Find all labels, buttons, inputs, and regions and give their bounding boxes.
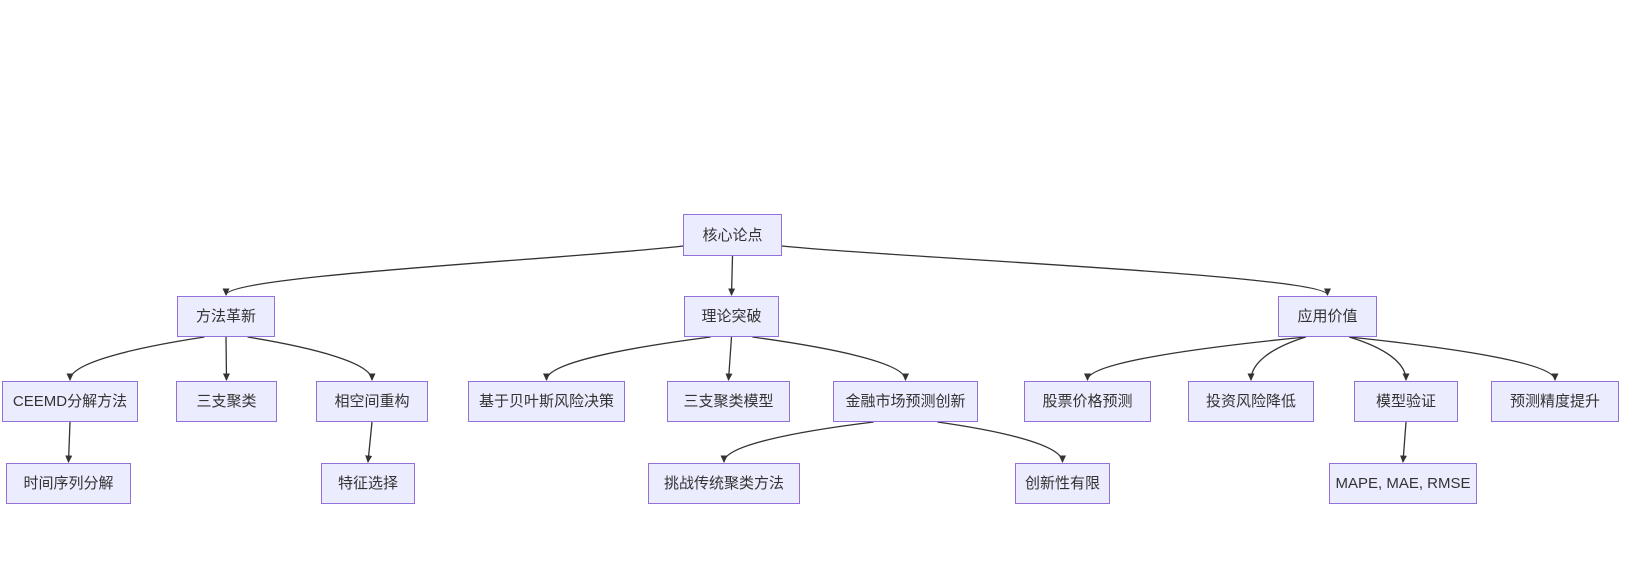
edge-application-value-to-prediction-accuracy-improvement	[1349, 336, 1559, 381]
edge-theory-breakthrough-to-bayesian-risk-decision	[543, 336, 711, 381]
node-phase-space-reconstruction: 相空间重构	[316, 381, 428, 422]
node-limited-innovation: 创新性有限	[1015, 463, 1110, 504]
edge-core-thesis-to-theory-breakthrough	[728, 255, 736, 296]
node-prediction-accuracy-improvement: 预测精度提升	[1491, 381, 1619, 422]
edge-ceemd-method-to-time-series-decomposition	[65, 421, 73, 463]
edge-core-thesis-to-method-innovation	[222, 245, 684, 296]
edge-financial-forecast-innovation-to-limited-innovation	[937, 421, 1066, 463]
node-model-validation: 模型验证	[1354, 381, 1458, 422]
node-bayesian-risk-decision: 基于贝叶斯风险决策	[468, 381, 625, 422]
node-challenge-traditional-clustering: 挑战传统聚类方法	[648, 463, 800, 504]
edge-application-value-to-stock-price-prediction	[1084, 336, 1306, 381]
edge-application-value-to-investment-risk-reduction	[1247, 336, 1306, 381]
edge-model-validation-to-error-metrics	[1399, 421, 1407, 463]
node-financial-forecast-innovation: 金融市场预测创新	[833, 381, 978, 422]
node-core-thesis: 核心论点	[683, 214, 782, 256]
node-ceemd-method: CEEMD分解方法	[2, 381, 138, 422]
edge-phase-space-reconstruction-to-feature-selection	[365, 421, 373, 463]
edge-application-value-to-model-validation	[1349, 336, 1410, 381]
edge-method-innovation-to-phase-space-reconstruction	[247, 336, 376, 381]
edge-method-innovation-to-ceemd-method	[66, 336, 205, 381]
node-error-metrics: MAPE, MAE, RMSE	[1329, 463, 1477, 504]
node-application-value: 应用价值	[1278, 296, 1377, 337]
node-theory-breakthrough: 理论突破	[684, 296, 779, 337]
node-three-way-clustering-model: 三支聚类模型	[667, 381, 790, 422]
edge-theory-breakthrough-to-three-way-clustering-model	[725, 336, 733, 381]
edge-financial-forecast-innovation-to-challenge-traditional-clustering	[720, 421, 874, 463]
node-investment-risk-reduction: 投资风险降低	[1188, 381, 1314, 422]
node-three-way-clustering: 三支聚类	[176, 381, 277, 422]
node-time-series-decomposition: 时间序列分解	[6, 463, 131, 504]
node-stock-price-prediction: 股票价格预测	[1024, 381, 1151, 422]
edge-theory-breakthrough-to-financial-forecast-innovation	[752, 336, 909, 381]
node-method-innovation: 方法革新	[177, 296, 275, 337]
edge-method-innovation-to-three-way-clustering	[222, 336, 230, 381]
node-feature-selection: 特征选择	[321, 463, 415, 504]
edge-core-thesis-to-application-value	[781, 245, 1331, 296]
